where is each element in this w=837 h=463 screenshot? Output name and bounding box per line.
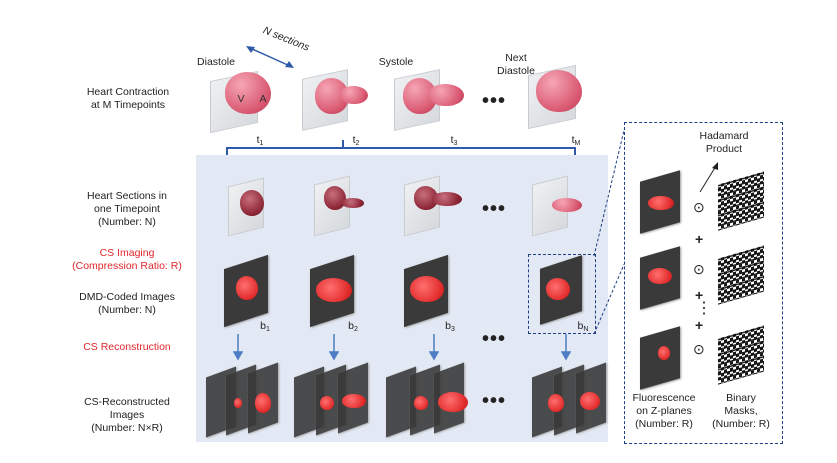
recon-heart xyxy=(234,398,242,408)
fluorescence-heart xyxy=(658,346,670,360)
recon-heart xyxy=(580,392,600,410)
reconstruction-arrows xyxy=(232,334,572,361)
label-next-diastole: Next Diastole xyxy=(497,52,535,77)
label-dmd-coded: DMD-Coded Images (Number: N) xyxy=(79,291,175,316)
b-label: b3 xyxy=(445,320,455,333)
recon-ellipsis: ••• xyxy=(482,390,507,412)
heart-section-1 xyxy=(240,190,264,216)
timepoint-label: tM xyxy=(571,134,581,147)
vertical-dots-icon: ⋮ xyxy=(696,300,712,317)
dmd-n-highlight xyxy=(528,254,596,334)
heart-section-2 xyxy=(324,186,346,210)
dmd-heart-2 xyxy=(316,278,352,302)
heart-next-diastole xyxy=(536,70,582,112)
binary-masks-label: Binary Masks, (Number: R) xyxy=(712,392,770,430)
recon-heart xyxy=(414,396,428,410)
fluorescence-label: Fluorescence on Z-planes (Number: R) xyxy=(632,392,696,430)
hadamard-label: Hadamard Product xyxy=(699,130,749,155)
heart-section-3-tail xyxy=(432,192,462,206)
hadamard-operator-icon: ⊙ xyxy=(693,261,705,277)
timepoint-label: t2 xyxy=(352,134,360,147)
label-cs-reconstruction: CS Reconstruction xyxy=(83,341,171,353)
recon-heart xyxy=(342,394,366,408)
heart-timepoint-2-tail xyxy=(340,86,368,104)
label-cs-reconstructed: CS-Reconstructed Images (Number: N×R) xyxy=(84,396,170,434)
b-label: b1 xyxy=(260,320,270,333)
heart-systole-tail xyxy=(428,84,464,106)
recon-heart xyxy=(320,396,334,410)
top-ellipsis: ••• xyxy=(482,90,507,112)
label-systole: Systole xyxy=(378,56,414,68)
heart-section-n xyxy=(552,198,582,212)
dmd-heart-1 xyxy=(236,276,258,300)
chamber-v-label: V xyxy=(237,93,245,105)
plus-icon: + xyxy=(695,231,704,247)
fluorescence-heart xyxy=(648,196,674,210)
recon-heart xyxy=(548,394,564,412)
b-label: bN xyxy=(577,320,589,333)
label-diastole: Diastole xyxy=(197,56,235,68)
label-cs-imaging: CS Imaging (Compression Ratio: R) xyxy=(72,247,182,272)
recon-heart xyxy=(255,393,271,413)
timepoint-bracket xyxy=(226,140,576,160)
heart-diastole xyxy=(225,72,271,114)
hadamard-arrow xyxy=(699,162,718,193)
label-heart-sections: Heart Sections in one Timepoint (Number:… xyxy=(87,190,167,228)
timepoint-label: t3 xyxy=(450,134,458,147)
n-sections-arrow xyxy=(246,46,294,68)
zoom-lines xyxy=(593,121,627,335)
heart-section-2-tail xyxy=(342,198,364,208)
recon-heart xyxy=(438,392,468,412)
sections-ellipsis: ••• xyxy=(482,198,507,220)
hadamard-operator-icon: ⊙ xyxy=(693,199,705,215)
fluorescence-heart xyxy=(648,268,672,284)
chamber-a-label: A xyxy=(259,93,267,105)
dmd-heart-n xyxy=(546,278,570,300)
timepoint-label: t1 xyxy=(256,134,264,147)
hadamard-operator-icon: ⊙ xyxy=(693,341,705,357)
dmd-ellipsis: ••• xyxy=(482,328,507,350)
dmd-heart-3 xyxy=(410,276,444,302)
label-heart-contraction: Heart Contraction at M Timepoints xyxy=(86,86,170,111)
b-label: b2 xyxy=(348,320,358,333)
plus-icon: + xyxy=(695,317,704,333)
plus-icon: + xyxy=(695,287,704,303)
